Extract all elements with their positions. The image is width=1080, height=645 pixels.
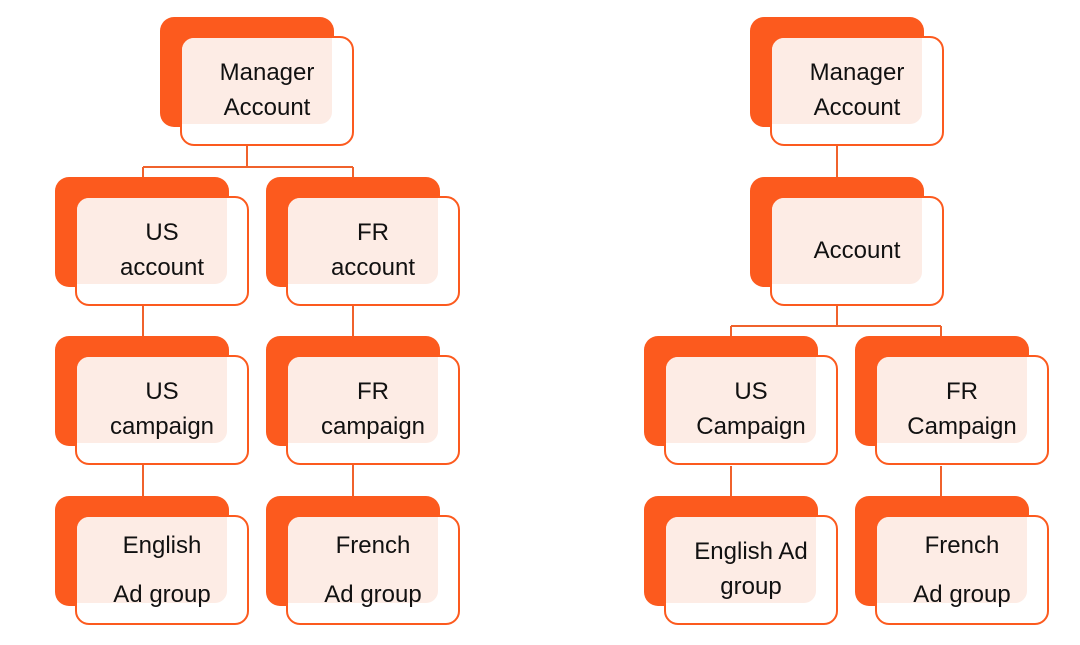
- node-card: English Ad group: [75, 515, 249, 625]
- node-card: FR Campaign: [875, 355, 1049, 465]
- node-card: French Ad group: [286, 515, 460, 625]
- node-card: French Ad group: [875, 515, 1049, 625]
- node-card: English Ad group: [664, 515, 838, 625]
- node-card: Account: [770, 196, 944, 306]
- node-label: FR Campaign: [907, 378, 1017, 440]
- node-label: Account: [813, 236, 901, 264]
- node-label: US account: [119, 219, 205, 281]
- node-card: FR account: [286, 196, 460, 306]
- connector-account-to-campaigns: [730, 304, 942, 355]
- node-card: Manager Account: [180, 36, 354, 146]
- node-label: English Ad group: [113, 531, 211, 608]
- node-card: US account: [75, 196, 249, 306]
- node-label: FR account: [330, 219, 416, 281]
- node-card: Manager Account: [770, 36, 944, 146]
- node-label: US Campaign: [696, 378, 806, 440]
- node-label: French Ad group: [324, 531, 422, 608]
- node-card: US Campaign: [664, 355, 838, 465]
- node-label: English Ad group: [694, 538, 808, 600]
- node-label: FR campaign: [320, 378, 426, 440]
- connector-manager-to-accounts: [142, 146, 354, 195]
- node-label: US campaign: [109, 378, 215, 440]
- node-label: Manager Account: [809, 59, 905, 121]
- node-card: FR campaign: [286, 355, 460, 465]
- node-label: French Ad group: [913, 531, 1011, 608]
- node-card: US campaign: [75, 355, 249, 465]
- node-label: Manager Account: [219, 59, 315, 121]
